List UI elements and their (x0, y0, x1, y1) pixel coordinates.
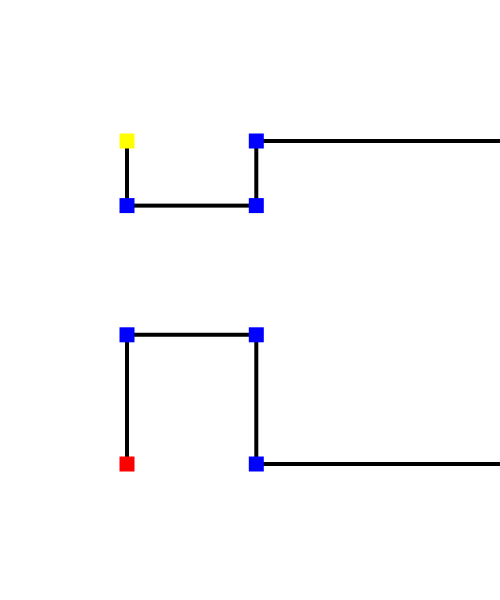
waypoint-node (248, 456, 264, 472)
waypoint-node (119, 198, 135, 214)
start-node (119, 456, 135, 472)
path-nodes (119, 133, 264, 472)
path-segments (125, 139, 500, 466)
waypoint-node (119, 327, 135, 343)
waypoint-node (248, 198, 264, 214)
end-node (119, 133, 135, 149)
waypoint-node (248, 133, 264, 149)
waypoint-node (248, 327, 264, 343)
